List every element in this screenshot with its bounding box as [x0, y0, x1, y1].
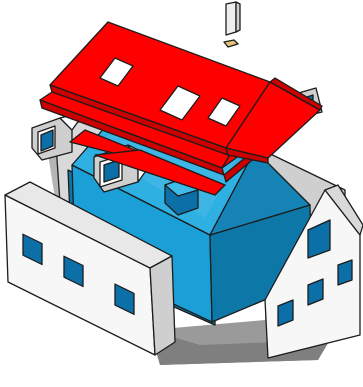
chimney-cap [224, 40, 238, 47]
chimney [224, 2, 240, 47]
gable-window-bottom-3 [338, 260, 352, 285]
